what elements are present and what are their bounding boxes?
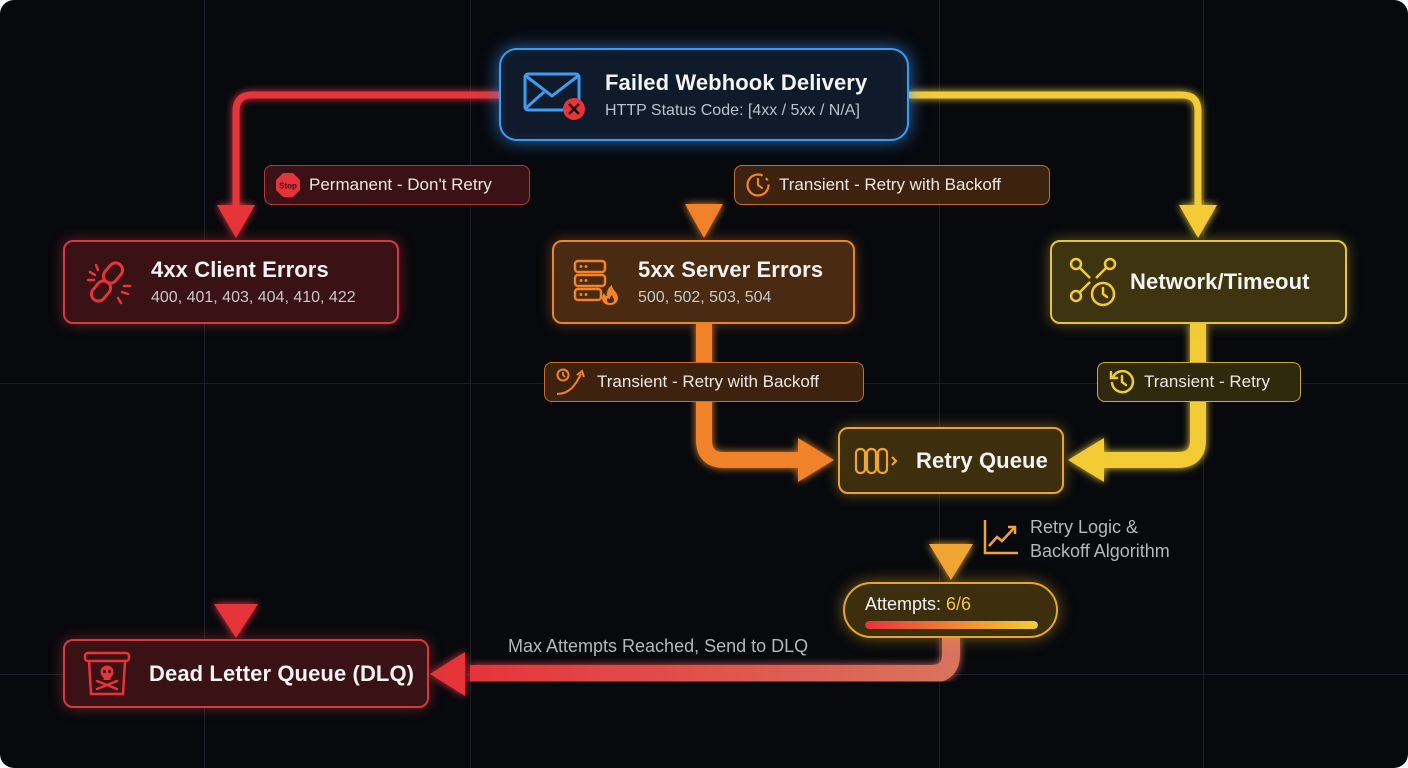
edge-arrowhead (214, 604, 258, 638)
edge-attempts-to-dlq (470, 638, 960, 683)
edge-network-to-retry (1100, 324, 1206, 468)
attempts-progress-track (865, 621, 1038, 629)
node-5xx-server-errors[interactable]: 5xx Server Errors 500, 502, 503, 504 (552, 240, 855, 324)
node-codes: 500, 502, 503, 504 (638, 289, 772, 306)
edge-arrowhead (685, 204, 723, 238)
attempts-progress-fill (865, 621, 1038, 629)
node-title: 5xx Server Errors (638, 257, 824, 282)
node-title: 4xx Client Errors (151, 257, 329, 282)
envelope-error-icon (519, 68, 589, 122)
attempts-value: 6/6 (946, 594, 972, 614)
edge-label-text: Permanent - Don't Retry (309, 175, 492, 194)
backoff-curve-icon (555, 368, 589, 396)
grid-line (470, 0, 471, 768)
grid-line (939, 0, 940, 768)
edge-label-text: Transient - Retry with Backoff (779, 175, 1002, 194)
node-title: Network/Timeout (1130, 269, 1310, 294)
retry-logic-line2: Backoff Algorithm (1030, 541, 1170, 561)
edge-source-to-network (908, 91, 1202, 210)
server-fire-icon (572, 257, 622, 307)
attempts-counter: Attempts: 6/6 (843, 582, 1058, 638)
grid-line (204, 0, 205, 768)
source-title: Failed Webhook Delivery (605, 69, 868, 95)
edge-label-5xx-to-retry: Transient - Retry with Backoff (544, 362, 864, 402)
edge-label-max-attempts: Max Attempts Reached, Send to DLQ (508, 636, 809, 656)
edge-label-transient-backoff: Transient - Retry with Backoff (734, 165, 1050, 205)
edge-label-network-to-retry: Transient - Retry (1097, 362, 1301, 402)
attempts-label: Attempts: (865, 594, 942, 614)
clock-icon (745, 172, 771, 198)
node-codes: 400, 401, 403, 404, 410, 422 (151, 289, 356, 306)
skull-bin-icon (83, 651, 131, 697)
node-network-timeout[interactable]: Network/Timeout (1050, 240, 1347, 324)
node-retry-queue[interactable]: Retry Queue (838, 427, 1064, 494)
trend-chart-icon (982, 518, 1020, 561)
edge-source-to-4xx (232, 91, 500, 210)
edge-arrowhead (929, 544, 973, 580)
edge-arrowhead (430, 652, 465, 696)
edge-arrowhead (217, 205, 255, 238)
retry-logic-label: Retry Logic & Backoff Algorithm (1030, 515, 1170, 563)
source-subtitle: HTTP Status Code: [4xx / 5xx / N/A] (605, 101, 860, 119)
network-clock-icon (1068, 256, 1120, 308)
retry-logic-line1: Retry Logic & (1030, 517, 1139, 537)
node-dead-letter-queue[interactable]: Dead Letter Queue (DLQ) (63, 639, 429, 708)
svg-text:Stop: Stop (279, 182, 297, 191)
edge-arrowhead (1068, 438, 1104, 482)
edge-label-permanent: Stop Permanent - Don't Retry (264, 165, 530, 205)
history-icon (1108, 368, 1136, 396)
edge-label-text: Transient - Retry (1144, 372, 1270, 391)
edge-5xx-to-retry (696, 324, 800, 468)
stop-sign-icon: Stop (275, 172, 301, 198)
queue-icon (854, 445, 904, 477)
node-title: Dead Letter Queue (DLQ) (149, 660, 415, 686)
node-title: Retry Queue (916, 447, 1048, 473)
edge-label-text: Transient - Retry with Backoff (597, 372, 820, 391)
node-4xx-client-errors[interactable]: 4xx Client Errors 400, 401, 403, 404, 41… (63, 240, 399, 324)
edge-arrowhead (798, 438, 834, 482)
broken-link-icon (83, 258, 133, 306)
edge-arrowhead (1179, 205, 1217, 238)
source-node-failed-webhook[interactable]: Failed Webhook Delivery HTTP Status Code… (499, 48, 909, 141)
